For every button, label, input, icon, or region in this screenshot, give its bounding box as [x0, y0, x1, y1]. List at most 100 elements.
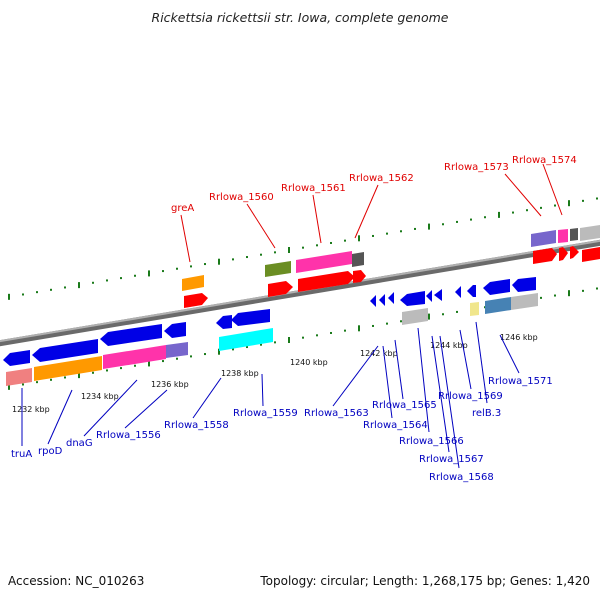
- label-rrlowa-1556: Rrlowa_1556: [96, 430, 161, 441]
- gene-rrlowa-1564[interactable]: [379, 294, 385, 306]
- gene-rpod[interactable]: [32, 339, 98, 362]
- genome-title: Rickettsia rickettsii str. Iowa, complet…: [151, 10, 449, 25]
- gene-dnag[interactable]: [100, 324, 162, 346]
- gene-grea-top[interactable]: [182, 275, 204, 291]
- label-rrlowa-1558: Rrlowa_1558: [164, 420, 229, 431]
- gene-rrlowa-1568[interactable]: [434, 289, 442, 301]
- kbp-label: 1234 kbp: [81, 392, 119, 401]
- track-tick: [302, 336, 304, 339]
- upper-dotted-track: [8, 197, 598, 300]
- track-tick: [50, 378, 52, 381]
- track-tick: [330, 331, 332, 334]
- gene-rrlowa-1562[interactable]: [353, 270, 366, 283]
- track-tick: [428, 223, 430, 230]
- label-dnag: dnaG: [66, 438, 93, 449]
- kbp-label: 1238 kbp: [221, 369, 259, 378]
- track-tick: [106, 279, 108, 282]
- track-tick: [260, 343, 262, 346]
- gene-relb3-lower[interactable]: [470, 302, 479, 316]
- label-rrlowa-1574: Rrlowa_1574: [512, 155, 577, 166]
- gene-rrlowa-1562-top[interactable]: [352, 252, 364, 267]
- gene-blue-1571b[interactable]: [512, 277, 536, 292]
- gene-grey-top-a[interactable]: [570, 228, 578, 241]
- gene-rrlowa-1558[interactable]: [216, 315, 232, 329]
- label-rrlowa-1573: Rrlowa_1573: [444, 162, 509, 173]
- track-tick: [400, 320, 402, 323]
- accession-text: Accession: NC_010263: [8, 574, 145, 588]
- track-tick: [218, 258, 220, 265]
- track-tick: [232, 258, 234, 261]
- gene-trua-lower[interactable]: [6, 368, 32, 386]
- track-tick: [330, 241, 332, 244]
- gene-grey-top-b[interactable]: [580, 225, 600, 241]
- track-tick: [456, 220, 458, 223]
- gene-rrlowa-1574[interactable]: [559, 247, 568, 261]
- gene-rrlowa-1560-top[interactable]: [265, 261, 291, 277]
- track-tick: [358, 325, 360, 332]
- gene-rrlowa-1571[interactable]: [483, 279, 510, 295]
- gene-rrlowa-1573-top[interactable]: [531, 230, 556, 247]
- gene-rrlowa-1569[interactable]: [455, 286, 461, 298]
- label-grea: greA: [171, 203, 194, 214]
- track-tick: [540, 296, 542, 299]
- track-tick: [568, 290, 570, 297]
- gene-rrlowa-1565[interactable]: [388, 292, 394, 304]
- track-tick: [190, 355, 192, 358]
- track-tick: [456, 310, 458, 313]
- gene-rrlowa-1567[interactable]: [426, 290, 432, 302]
- gene-relb3[interactable]: [467, 285, 476, 297]
- gene-red-top-edge[interactable]: [582, 247, 600, 262]
- track-tick: [288, 337, 290, 344]
- gene-grea[interactable]: [184, 293, 208, 308]
- label-rrlowa-1567: Rrlowa_1567: [419, 454, 484, 465]
- gene-rrlowa-1574b[interactable]: [570, 246, 579, 259]
- gene-rrlowa-1556[interactable]: [164, 322, 186, 338]
- track-tick: [36, 381, 38, 384]
- track-tick: [190, 265, 192, 268]
- gene-rrlowa-1566[interactable]: [400, 291, 425, 306]
- track-tick: [316, 334, 318, 337]
- kbp-label: 1246 kbp: [500, 333, 538, 342]
- gene-rrlowa-1573[interactable]: [533, 248, 557, 264]
- gene-rrlowa-1561[interactable]: [298, 271, 355, 292]
- gene-dnag-lower[interactable]: [103, 345, 166, 369]
- gene-grey-1571[interactable]: [511, 293, 538, 310]
- track-tick: [512, 211, 514, 214]
- track-tick: [232, 348, 234, 351]
- track-tick: [400, 230, 402, 233]
- track-tick: [274, 251, 276, 254]
- track-tick: [442, 223, 444, 226]
- label-rrlowa-1559: Rrlowa_1559: [233, 408, 298, 419]
- track-tick: [218, 348, 220, 355]
- track-tick: [8, 383, 10, 390]
- gene-rrlowa-1560[interactable]: [268, 281, 293, 297]
- gene-rrlowa-1563[interactable]: [370, 295, 376, 307]
- track-tick: [316, 244, 318, 247]
- gene-rrlowa-1571-lower[interactable]: [485, 297, 511, 314]
- track-tick: [8, 293, 10, 300]
- gene-rrlowa-1559-lower[interactable]: [219, 328, 273, 351]
- label-rrlowa-1568: Rrlowa_1568: [429, 472, 494, 483]
- track-tick: [78, 372, 80, 379]
- gene-rpod-lower[interactable]: [34, 356, 102, 381]
- forward-strand-genes: [182, 225, 600, 308]
- gene-rrlowa-1566-lower[interactable]: [402, 308, 428, 325]
- track-tick: [386, 322, 388, 325]
- track-tick: [596, 197, 598, 200]
- gene-rrlowa-1561-top[interactable]: [296, 251, 352, 273]
- track-tick: [92, 371, 94, 374]
- track-tick: [78, 282, 80, 289]
- gene-purple-1556[interactable]: [166, 342, 188, 358]
- track-tick: [372, 324, 374, 327]
- gene-rrlowa-1574-top[interactable]: [558, 229, 568, 243]
- label-rrlowa-1566: Rrlowa_1566: [399, 436, 464, 447]
- track-tick: [554, 204, 556, 207]
- track-tick: [470, 218, 472, 221]
- track-tick: [92, 281, 94, 284]
- track-tick: [554, 294, 556, 297]
- gene-rrlowa-1559[interactable]: [231, 309, 270, 326]
- label-rrlowa-1561: Rrlowa_1561: [281, 183, 346, 194]
- kbp-label: 1242 kbp: [360, 349, 398, 358]
- gene-trua[interactable]: [3, 350, 30, 366]
- track-tick: [204, 263, 206, 266]
